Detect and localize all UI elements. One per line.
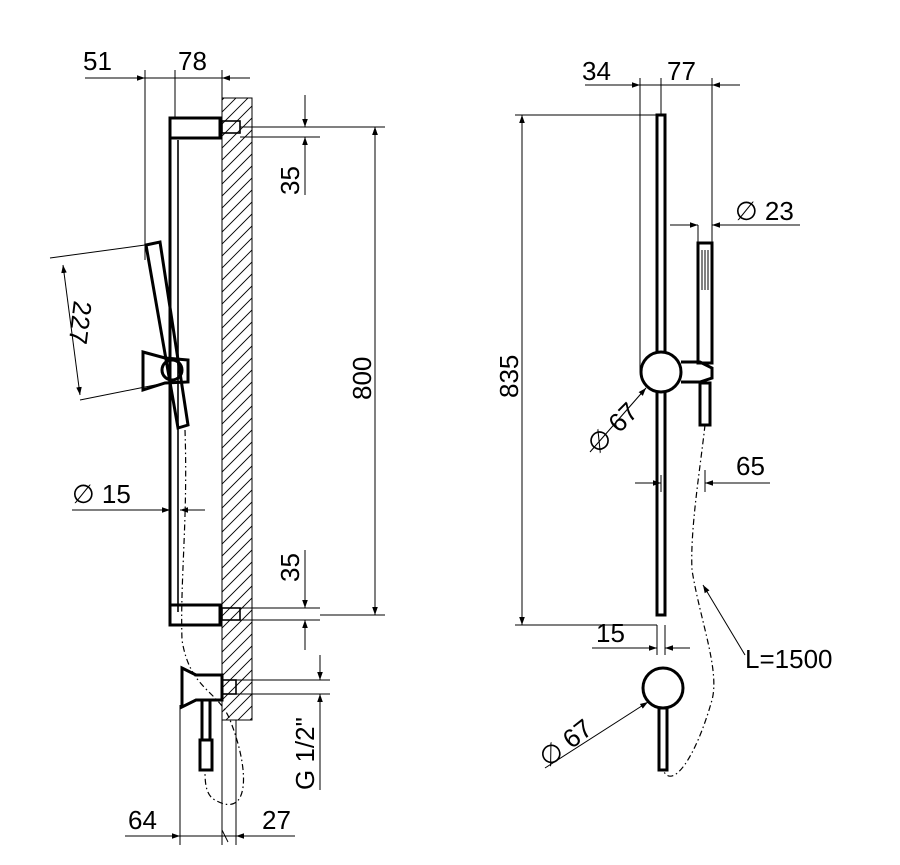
hand-shower-front xyxy=(696,241,714,427)
hatch-line xyxy=(222,357,252,389)
hose-front xyxy=(662,424,715,777)
hatch-line xyxy=(222,477,252,509)
dim-hose-length: L=1500 xyxy=(745,644,832,674)
hatch-line xyxy=(225,693,252,720)
hatch-line xyxy=(222,742,252,772)
hatch-line xyxy=(222,369,252,401)
hatch-line xyxy=(222,453,252,485)
hatch-line xyxy=(222,177,252,209)
hatch-line xyxy=(222,609,252,641)
hatch-line xyxy=(222,309,252,341)
hatch-line xyxy=(222,573,252,605)
hatch-line xyxy=(222,165,252,197)
hand-shower xyxy=(141,240,190,430)
hatch-line xyxy=(222,730,252,760)
dimension-lines-left xyxy=(49,70,385,845)
dim-35-bottom: 35 xyxy=(275,553,305,582)
side-view: 51 78 35 227 800 ∅ 15 35 G 1/2" 64 27 xyxy=(49,46,385,845)
hatch-line xyxy=(222,585,252,617)
hatch-line xyxy=(222,657,252,689)
hatch-line xyxy=(222,273,252,305)
dimension-lines-right xyxy=(515,78,800,769)
hatch-line xyxy=(222,441,252,473)
dim-dia-67-outlet: ∅ 67 xyxy=(533,713,598,773)
dim-dia-15: ∅ 15 xyxy=(72,479,131,509)
dim-77: 77 xyxy=(667,56,696,86)
hatch-line xyxy=(222,669,252,701)
hatch-line xyxy=(222,465,252,497)
hose-line xyxy=(181,429,245,806)
dim-27: 27 xyxy=(262,805,291,835)
hatch-line xyxy=(237,705,252,720)
hatch-line xyxy=(222,98,237,113)
hatch-line xyxy=(222,429,252,461)
hatch-line xyxy=(222,549,252,581)
dim-35-top: 35 xyxy=(275,166,305,195)
dim-835: 835 xyxy=(494,355,524,398)
dim-78: 78 xyxy=(178,46,207,76)
hatch-line xyxy=(222,141,252,173)
hatch-line xyxy=(222,754,252,784)
dim-dia-23: ∅ 23 xyxy=(735,196,794,226)
hatch-line xyxy=(222,501,252,533)
dim-dia-67-slider: ∅ 67 xyxy=(581,396,644,459)
hatch-line xyxy=(222,681,252,713)
front-view: 34 77 ∅ 23 835 ∅ 67 65 15 L=1500 ∅ 67 xyxy=(494,56,832,777)
hatch-line xyxy=(222,213,252,245)
hatch-line xyxy=(222,321,252,353)
dim-15-rail: 15 xyxy=(596,618,625,648)
dim-800: 800 xyxy=(347,357,377,400)
dim-g-half: G 1/2" xyxy=(290,717,320,790)
hatch-line xyxy=(222,98,249,125)
hatch-line xyxy=(222,489,252,521)
hatch-line xyxy=(222,513,252,545)
hatch-line xyxy=(222,261,252,293)
dim-51: 51 xyxy=(83,46,112,76)
dim-64: 64 xyxy=(128,805,157,835)
wall-section xyxy=(221,97,253,784)
hatch-line xyxy=(222,98,225,101)
hatch-line xyxy=(222,237,252,269)
hatch-line xyxy=(222,285,252,317)
wall-outlet xyxy=(180,665,237,772)
hatch-line xyxy=(222,333,252,365)
hatch-line xyxy=(222,153,252,185)
dim-65: 65 xyxy=(736,451,765,481)
hatch-line xyxy=(249,717,252,720)
dim-227: 227 xyxy=(63,299,98,346)
hatch-line xyxy=(222,249,252,281)
hatch-line xyxy=(222,537,252,569)
slider xyxy=(639,350,683,394)
dim-34: 34 xyxy=(582,56,611,86)
hatch-line xyxy=(222,561,252,593)
hatch-line xyxy=(222,393,252,425)
wall-outlet-front xyxy=(641,666,685,710)
hatch-line xyxy=(222,417,252,449)
hatch-line xyxy=(222,189,252,221)
hatch-line xyxy=(222,405,252,437)
hatch-line xyxy=(222,597,252,629)
hatch-line xyxy=(222,525,252,557)
hatch-line xyxy=(222,129,252,161)
hatch-line xyxy=(222,201,252,233)
hatch-line xyxy=(222,225,252,257)
hatch-line xyxy=(222,645,252,677)
hatch-line xyxy=(222,345,252,377)
hatch-line xyxy=(222,297,252,329)
hatch-line xyxy=(222,633,252,665)
hatch-line xyxy=(222,381,252,413)
hatch-line xyxy=(222,621,252,653)
